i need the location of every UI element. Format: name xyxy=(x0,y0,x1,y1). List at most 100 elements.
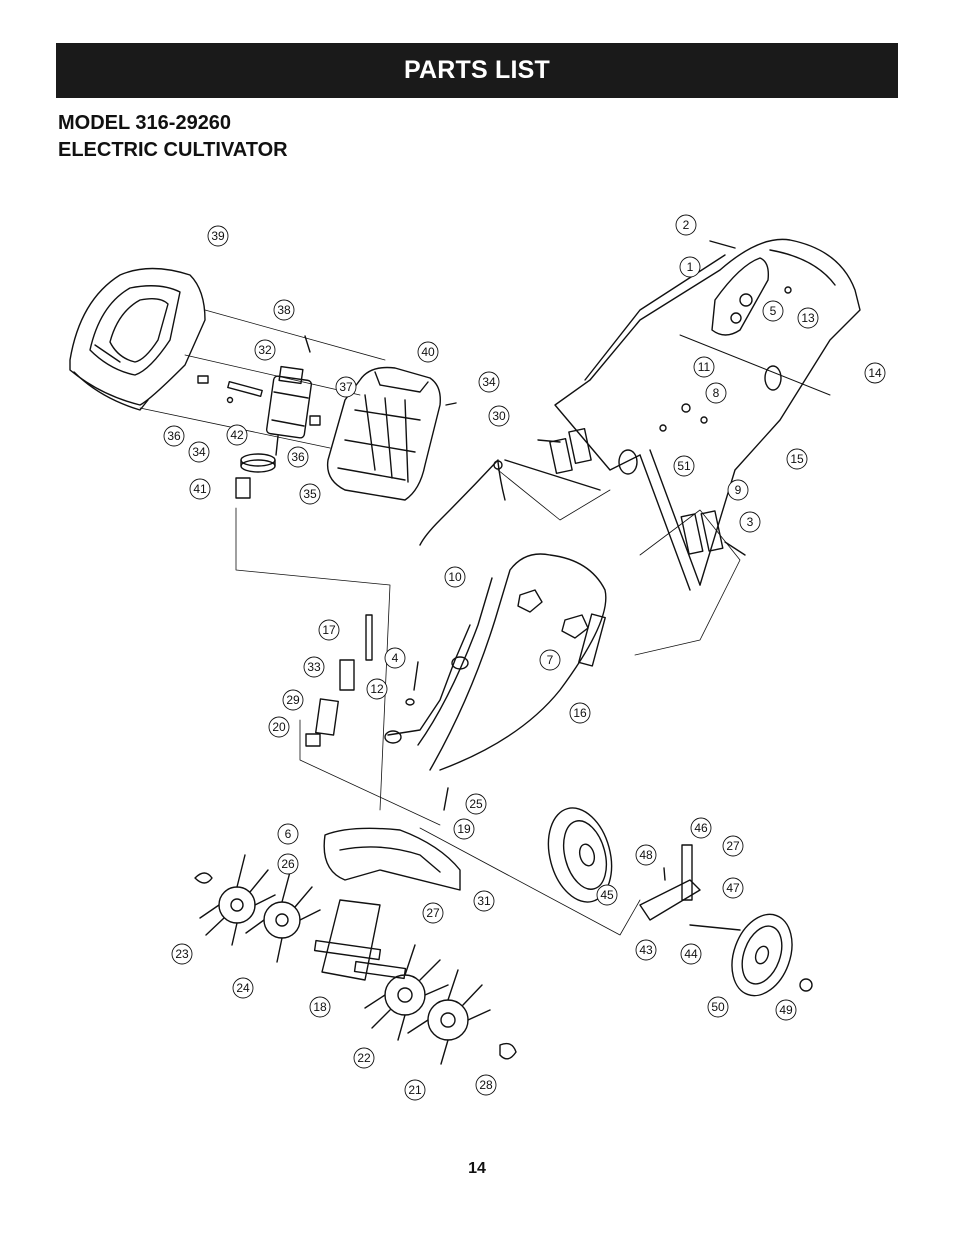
callout-label: 49 xyxy=(779,1003,793,1017)
callout-circle xyxy=(739,511,761,533)
mid-bracket-part xyxy=(537,427,592,475)
callout-34: 34 xyxy=(188,441,210,463)
part-25-bolt xyxy=(443,787,449,811)
wheel-50-part xyxy=(731,913,793,997)
callout-9: 9 xyxy=(727,479,749,501)
callout-label: 27 xyxy=(726,839,740,853)
callout-27: 27 xyxy=(422,902,444,924)
bushing-part xyxy=(235,477,251,499)
callout-29: 29 xyxy=(282,689,304,711)
callout-circle xyxy=(635,844,657,866)
housing-part xyxy=(326,366,441,501)
part-51-nut xyxy=(659,424,667,432)
callout-circle xyxy=(282,689,304,711)
callout-48: 48 xyxy=(635,844,657,866)
callout-circle xyxy=(384,647,406,669)
part-4-pin xyxy=(413,661,419,691)
callout-label: 35 xyxy=(303,487,317,501)
callout-label: 48 xyxy=(639,848,653,862)
wheel-45-part xyxy=(547,807,613,903)
bracket-guide-lines xyxy=(235,469,741,936)
callout-label: 8 xyxy=(713,386,720,400)
callout-circle xyxy=(188,441,210,463)
callout-25: 25 xyxy=(465,793,487,815)
callout-circle xyxy=(207,225,229,247)
callout-19: 19 xyxy=(453,818,475,840)
callout-38: 38 xyxy=(273,299,295,321)
wheel-bracket-part xyxy=(639,844,741,931)
callout-circle xyxy=(232,977,254,999)
callout-circle xyxy=(569,702,591,724)
part-42-shaft xyxy=(227,381,263,397)
callout-22: 22 xyxy=(353,1047,375,1069)
callout-10: 10 xyxy=(444,566,466,588)
model-number: MODEL 316-29260 xyxy=(58,112,232,134)
callout-20: 20 xyxy=(268,716,290,738)
callout-47: 47 xyxy=(722,877,744,899)
callout-circle xyxy=(722,877,744,899)
callout-13: 13 xyxy=(797,307,819,329)
callout-circle xyxy=(453,818,475,840)
callout-36: 36 xyxy=(163,425,185,447)
callout-circle xyxy=(465,793,487,815)
switch-box-part xyxy=(711,257,770,336)
callout-2: 2 xyxy=(675,214,697,236)
knob-7-part xyxy=(561,614,589,639)
callout-49: 49 xyxy=(775,999,797,1021)
callout-32: 32 xyxy=(254,339,276,361)
callout-label: 47 xyxy=(726,881,740,895)
callout-28: 28 xyxy=(475,1074,497,1096)
callout-5: 5 xyxy=(762,300,784,322)
callout-label: 18 xyxy=(313,1000,327,1014)
callout-35: 35 xyxy=(299,483,321,505)
tine-23-part xyxy=(199,854,276,946)
callout-21: 21 xyxy=(404,1079,426,1101)
callout-label: 20 xyxy=(272,720,286,734)
callout-17: 17 xyxy=(318,619,340,641)
callout-label: 12 xyxy=(370,682,384,696)
callout-circle xyxy=(163,425,185,447)
callout-label: 26 xyxy=(281,857,295,871)
callout-label: 34 xyxy=(192,445,206,459)
part-8-nut xyxy=(700,416,708,424)
callout-label: 22 xyxy=(357,1051,371,1065)
callout-circle xyxy=(273,299,295,321)
callout-label: 30 xyxy=(492,409,506,423)
callout-3: 3 xyxy=(739,511,761,533)
callout-label: 39 xyxy=(211,229,225,243)
callout-label: 5 xyxy=(770,304,777,318)
callout-label: 7 xyxy=(547,653,554,667)
callout-label: 43 xyxy=(639,943,653,957)
callout-label: 36 xyxy=(167,429,181,443)
callout-label: 3 xyxy=(747,515,754,529)
power-cord-part xyxy=(419,459,601,546)
callout-45: 45 xyxy=(596,884,618,906)
callout-circle xyxy=(762,300,784,322)
part-2-screw xyxy=(709,240,736,249)
callout-42: 42 xyxy=(226,424,248,446)
callout-label: 37 xyxy=(339,380,353,394)
callout-circle xyxy=(422,902,444,924)
callout-circle xyxy=(299,483,321,505)
callout-1: 1 xyxy=(679,256,701,278)
callout-23: 23 xyxy=(171,943,193,965)
model-description: ELECTRIC CULTIVATOR xyxy=(58,139,288,161)
lower-handle-part xyxy=(384,553,607,771)
callout-label: 33 xyxy=(307,660,321,674)
callout-label: 21 xyxy=(408,1083,422,1097)
callout-12: 12 xyxy=(366,678,388,700)
knob-10-part xyxy=(517,589,543,613)
callout-label: 51 xyxy=(677,459,691,473)
tine-shaft-part xyxy=(353,960,407,980)
callout-26: 26 xyxy=(277,853,299,875)
callout-40: 40 xyxy=(417,341,439,363)
callout-circle xyxy=(679,256,701,278)
callout-circle xyxy=(268,716,290,738)
callout-44: 44 xyxy=(680,943,702,965)
tine-24-part xyxy=(245,871,321,963)
motor-cover-part xyxy=(69,267,206,411)
callout-46: 46 xyxy=(690,817,712,839)
callout-circle xyxy=(404,1079,426,1101)
part-34-screw-left xyxy=(226,396,234,404)
